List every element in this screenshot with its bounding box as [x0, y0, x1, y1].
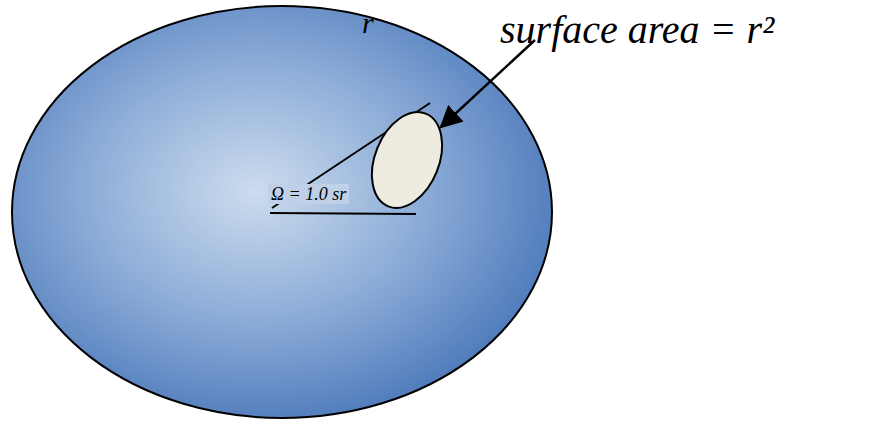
solid-angle-label: Ω = 1.0 sr: [268, 184, 349, 204]
radius-label: r: [362, 8, 374, 38]
sphere: [12, 6, 552, 418]
base-line: [270, 213, 416, 214]
pointer-arrow: [441, 40, 535, 127]
surface-patch: [359, 102, 456, 219]
area-label: surface area = r²: [500, 10, 774, 50]
